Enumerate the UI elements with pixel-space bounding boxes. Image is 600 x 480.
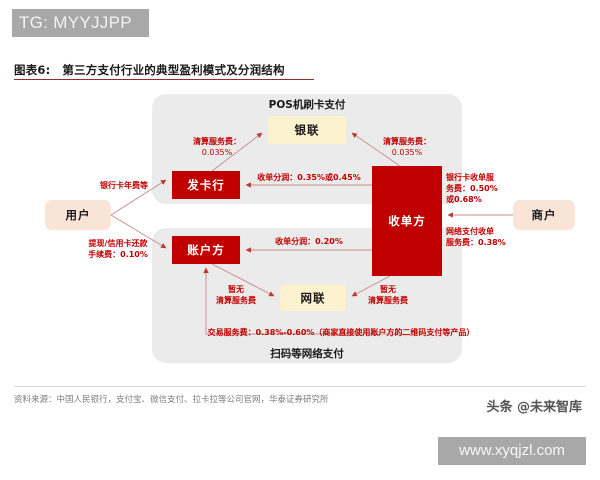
node-account-party[interactable]: 账户方 (172, 236, 240, 264)
label-netpay-acquiring-fee: 网络支付收单 服务费：0.38% (446, 226, 518, 248)
source-divider (14, 386, 586, 387)
telegram-watermark: TG: MYYJJPP (12, 9, 149, 37)
label-cashout-fee: 提现/信用卡还款 手续费：0.10% (66, 238, 170, 260)
label-no-clearing-fee-right-line1: 暂无 (380, 285, 396, 294)
label-bankcard-acquiring-fee: 银行卡收单服 务费：0.50% 或0.68% (446, 172, 518, 205)
label-no-clearing-fee-right-line2: 清算服务费 (368, 296, 408, 305)
label-no-clearing-fee-left: 暂无 清算服务费 (200, 284, 272, 306)
label-cashout-fee-line2: 手续费：0.10% (88, 250, 148, 259)
node-merchant[interactable]: 商户 (513, 200, 575, 230)
label-no-clearing-fee-right: 暂无 清算服务费 (352, 284, 424, 306)
label-netpay-acquiring-fee-line2: 服务费：0.38% (446, 238, 506, 247)
label-clearing-fee-left-line1: 清算服务费： (193, 137, 241, 146)
label-bankcard-acquiring-fee-line3: 或0.68% (446, 195, 482, 204)
toutiao-watermark: 头条 @未来智库 (486, 400, 582, 415)
node-acquirer[interactable]: 收单方 (372, 166, 442, 276)
label-clearing-fee-left-line2: 0.035% (201, 148, 233, 157)
label-clearing-fee-right-line1: 清算服务费： (383, 137, 431, 146)
label-acquiring-share-net: 收单分润：0.20% (275, 237, 343, 246)
label-bankcard-acquiring-fee-line2: 务费：0.50% (446, 184, 498, 193)
label-annual-fee: 银行卡年费等 (100, 181, 148, 190)
node-issuing-bank[interactable]: 发卡行 (172, 171, 240, 199)
url-watermark: www.xyqjzl.com (438, 437, 586, 465)
group-caption-pos: POS机刷卡支付 (268, 99, 346, 111)
label-clearing-fee-left: 清算服务费： 0.035% (178, 136, 256, 158)
label-netpay-acquiring-fee-line1: 网络支付收单 (446, 227, 494, 236)
node-unionpay[interactable]: 银联 (268, 116, 346, 144)
label-no-clearing-fee-left-line2: 清算服务费 (216, 296, 256, 305)
label-cashout-fee-line1: 提现/信用卡还款 (88, 239, 148, 248)
title-divider (14, 79, 314, 80)
label-transaction-fee: 交易服务费：0.38%-0.60%（商家直接使用账户方的二维码支付等产品） (207, 328, 475, 337)
label-clearing-fee-right-line2: 0.035% (391, 148, 423, 157)
connector-lines (110, 132, 513, 335)
source-note: 资料来源：中国人民银行，支付宝、微信支付、拉卡拉等公司官网，华泰证券研究所 (14, 395, 329, 405)
figure-number: 图表6: (14, 63, 51, 77)
figure-title: 图表6: 第三方支付行业的典型盈利模式及分润结构 (14, 62, 285, 78)
diagram-canvas: POS机刷卡支付 扫码等网络支付 银联 发卡行 收单方 账户方 网联 用户 商户… (0, 88, 600, 388)
node-user[interactable]: 用户 (45, 200, 111, 230)
label-no-clearing-fee-left-line1: 暂无 (228, 285, 244, 294)
label-acquiring-share-pos: 收单分润：0.35%或0.45% (257, 173, 361, 182)
node-nuccc[interactable]: 网联 (280, 285, 346, 311)
group-caption-qr: 扫码等网络支付 (270, 348, 344, 360)
label-bankcard-acquiring-fee-line1: 银行卡收单服 (446, 173, 494, 182)
figure-title-text: 第三方支付行业的典型盈利模式及分润结构 (62, 63, 285, 77)
label-clearing-fee-right: 清算服务费： 0.035% (368, 136, 446, 158)
